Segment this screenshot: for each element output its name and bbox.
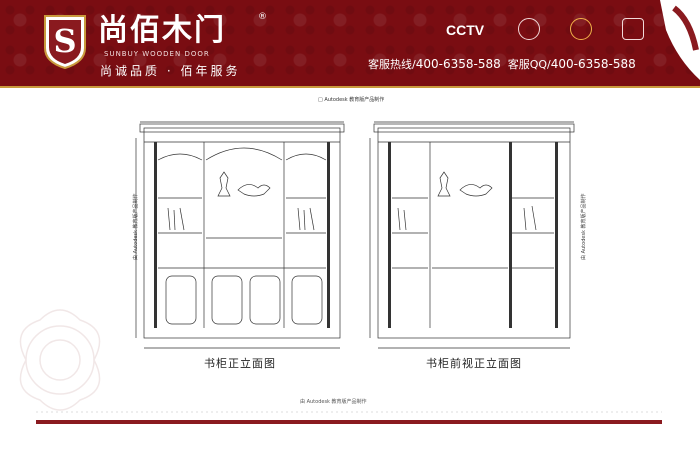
right-drawing-title: 书柜前视正立面图 — [426, 357, 522, 370]
partner-badge-icon — [518, 18, 540, 40]
bottom-caption: 由 Autodesk 教育版产品制作 — [300, 399, 367, 405]
brand-slogan: 尚诚品质 · 佰年服务 — [100, 64, 241, 78]
footer-dotted-strip — [36, 411, 662, 413]
partner-heart-icon — [570, 18, 592, 40]
qq-number: 400-6358-588 — [550, 57, 636, 71]
drawing-caption: □ Autodesk 教育版产品制作 — [318, 97, 385, 103]
brand-registered-mark: ® — [258, 12, 267, 22]
header-divider — [0, 86, 700, 88]
left-elevation-drawing — [135, 121, 345, 349]
partner-iso-icon — [622, 18, 644, 40]
brand-english-name: SUNBUY WOODEN DOOR — [104, 50, 210, 58]
qq-label: 客服QQ/ — [507, 58, 551, 71]
footer-bar — [36, 420, 662, 424]
brand-name: 尚佰木门 — [98, 13, 226, 48]
left-drawing-title: 书柜正立面图 — [204, 357, 276, 370]
logo-letter: S — [53, 22, 76, 60]
ribbon-decoration-icon — [660, 0, 700, 80]
contact-line: 客服热线/400-6358-588 客服QQ/400-6358-588 — [368, 56, 636, 72]
peony-watermark-icon — [19, 309, 101, 411]
header-banner: S 尚佰木门 ® SUNBUY WOODEN DOOR 尚诚品质 · 佰年服务 … — [0, 0, 700, 88]
cctv-logo: CCTV — [446, 22, 485, 38]
right-side-label: 由 Autodesk 教育版产品制作 — [581, 193, 587, 260]
partner-logos: CCTV — [446, 16, 666, 46]
right-elevation-drawing — [369, 121, 575, 349]
hotline-label: 客服热线/ — [368, 58, 416, 71]
left-side-label: 由 Autodesk 教育版产品制作 — [133, 193, 139, 260]
hotline-number: 400-6358-588 — [415, 57, 501, 71]
shield-logo-icon: S — [44, 15, 86, 70]
